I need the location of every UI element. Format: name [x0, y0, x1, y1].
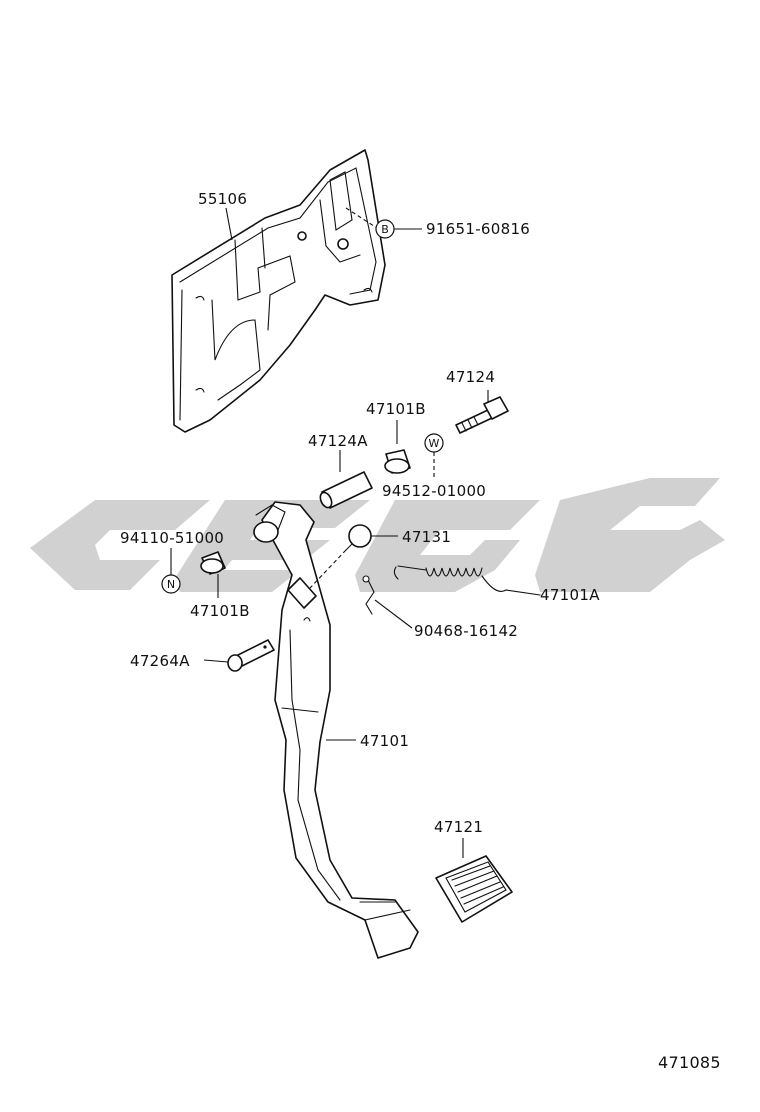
- clip-90468: [362, 575, 375, 615]
- callout-94512-01000: 94512-01000: [382, 482, 486, 500]
- callout-47101a: 47101A: [540, 586, 600, 604]
- callout-47121: 47121: [434, 818, 483, 836]
- nut-marker-label: N: [167, 578, 175, 591]
- callout-47131: 47131: [402, 528, 451, 546]
- pin-47124a: [319, 471, 373, 509]
- callout-47101: 47101: [360, 732, 409, 750]
- callout-47101b-top: 47101B: [366, 400, 426, 418]
- callout-91651-60816: 91651-60816: [426, 220, 530, 238]
- spring-47101a: [393, 565, 541, 596]
- callout-47264a: 47264A: [130, 652, 190, 670]
- callout-55106: 55106: [198, 190, 247, 208]
- callout-94110-51000: 94110-51000: [120, 529, 224, 547]
- pedal-arm-47101: [253, 501, 419, 959]
- bushing-47101b-left: [200, 551, 226, 575]
- washer-marker-w: W: [424, 433, 444, 453]
- bolt-marker-b: B: [375, 219, 395, 239]
- pin-47264a: [227, 639, 275, 672]
- callout-90468-16142: 90468-16142: [414, 622, 518, 640]
- pedal-pad-47121: [435, 855, 513, 923]
- callout-47124a: 47124A: [308, 432, 368, 450]
- washer-marker-label: W: [429, 437, 440, 450]
- callout-47101b-left: 47101B: [190, 602, 250, 620]
- stopper-47131: [345, 524, 372, 551]
- nut-marker-n: N: [161, 574, 181, 594]
- bracket-55106: [171, 149, 386, 433]
- bolt-marker-label: B: [381, 223, 389, 236]
- callout-47124: 47124: [446, 368, 495, 386]
- bolt-47124: [455, 396, 509, 434]
- diagram-id: 471085: [658, 1053, 721, 1072]
- bushing-47101b-top: [384, 449, 411, 474]
